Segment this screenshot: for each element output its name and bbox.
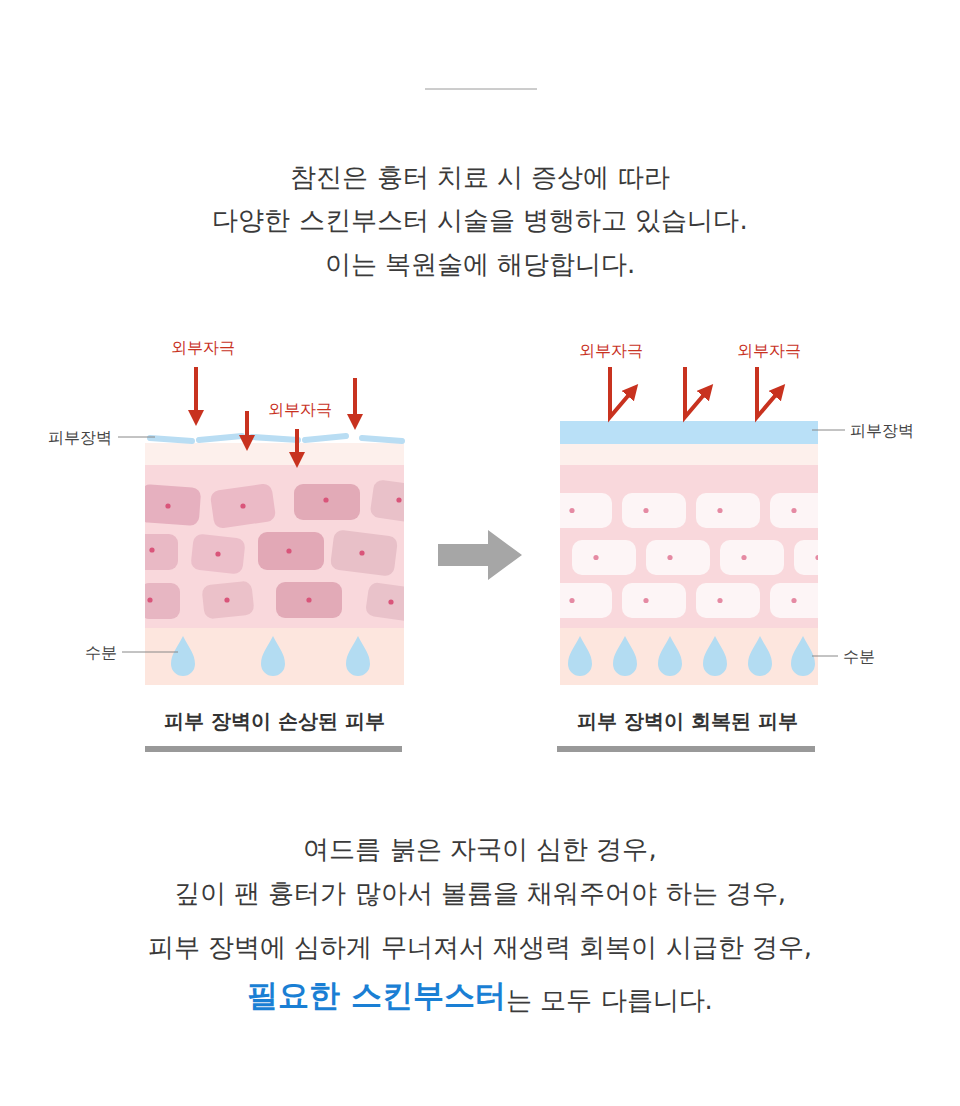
cell [794,540,818,575]
body-text: 피부 장벽에 심하게 무너져서 재생력 회복이 시급한 경우, [148,932,812,963]
cell [646,540,710,575]
intro-text: 참진은 흉터 치료 시 증상에 따라 [290,162,669,193]
cell-dot [643,598,648,603]
cell [696,583,760,618]
cell-dot [569,598,574,603]
cell [720,540,784,575]
cell [560,583,612,618]
stimulus-label: 외부자극 [171,338,235,357]
cell-dot [717,598,722,603]
skin-panel: 피부 장벽이 손상된 피부 [145,420,404,750]
skin-panel: 피부 장벽이 회복된 피부 [557,420,818,750]
panel-caption: 피부 장벽이 손상된 피부 [145,708,404,735]
flow-arrow [438,530,522,580]
cell-dot [791,598,796,603]
intro-text: 다양한 스킨부스터 시술을 병행하고 있습니다. [212,205,747,236]
cell [622,493,686,528]
stimulus-label: 외부자극 [579,341,643,360]
cell [770,493,818,528]
barrier-label: 피부장벽 [850,421,914,440]
cell-dot [593,555,598,560]
cell-dot [569,508,574,513]
cell-dot [717,508,722,513]
panel-caption: 피부 장벽이 회복된 피부 [557,708,818,735]
damaged-skin [118,367,424,752]
cell-dot [741,555,746,560]
cell [572,540,636,575]
highlight-text: 필요한 스킨부스터 [247,977,506,1014]
cell-dot [667,555,672,560]
body-text: 여드름 붉은 자국이 심한 경우, [303,834,656,865]
stimulus-label: 외부자극 [737,341,801,360]
intro-text: 이는 복원술에 해당합니다. [325,249,636,280]
body-text: 는 모두 다릅니다. [506,985,713,1016]
cell [622,583,686,618]
cell [696,493,760,528]
cell [770,583,818,618]
stimulus-label: 외부자극 [268,400,332,419]
recovered-skin [548,367,858,752]
cell [560,493,612,528]
cell-dot [815,555,818,560]
top-rule [425,89,537,90]
moisture-label: 수분 [85,643,117,662]
moisture-label: 수분 [843,647,875,666]
barrier-label: 피부장벽 [48,428,112,447]
cell-dot [791,508,796,513]
cell-dot [643,508,648,513]
body-text: 깊이 팬 흉터가 많아서 볼륨을 채워주어야 하는 경우, [174,878,786,909]
